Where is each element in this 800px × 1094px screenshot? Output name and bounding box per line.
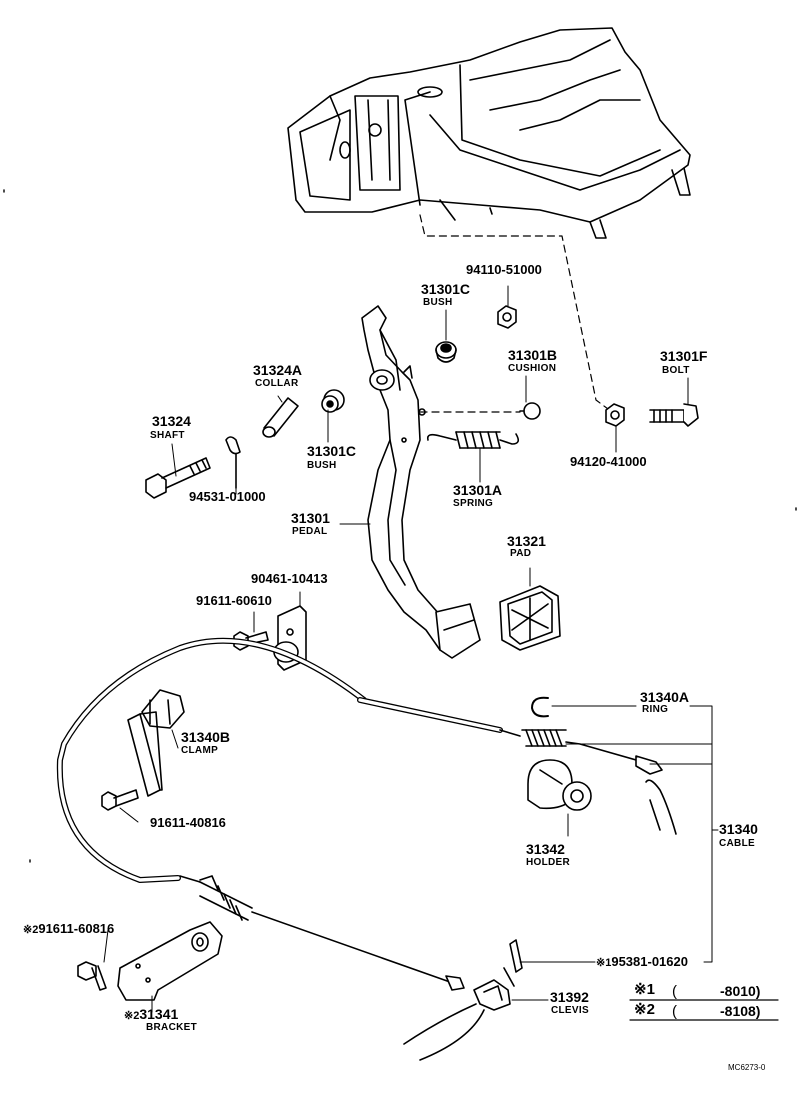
label-31324A-name: COLLAR <box>255 378 299 389</box>
footnote-1-mark: ※1 <box>634 981 655 998</box>
label-31340B-name: CLAMP <box>181 745 219 756</box>
label-31301C-lower-number: 31301C <box>307 443 357 459</box>
pad-31321 <box>500 586 560 650</box>
mark-2: ※2 <box>124 1010 140 1022</box>
label-31341-number: ※231341 <box>124 1007 178 1022</box>
cable-31340 <box>60 641 662 990</box>
pedal-31301 <box>362 306 480 658</box>
label-31301C-lower-name: BUSH <box>307 460 337 471</box>
label-31324A-number: 31324A <box>253 362 303 378</box>
footnote-1-open: ( <box>672 983 677 1000</box>
label-91611-60816: ※291611-60816 <box>23 922 114 936</box>
part-number: 91611-60816 <box>38 921 115 936</box>
pedal-arm-fragment <box>404 1004 484 1060</box>
label-31340-name: CABLE <box>719 838 755 849</box>
label-91611-40816: 91611-40816 <box>150 815 226 830</box>
label-31301C-top-number: 31301C <box>421 281 471 297</box>
shaft-31324 <box>146 458 210 498</box>
label-31321-number: 31321 <box>507 533 546 549</box>
label-31392-name: CLEVIS <box>551 1005 589 1016</box>
pin-95381-01620 <box>504 940 522 986</box>
label-91611-60610: 91611-60610 <box>196 593 272 608</box>
label-31301A-name: SPRING <box>453 498 494 509</box>
label-90461-10413: 90461-10413 <box>251 571 328 586</box>
nut-94120-41000 <box>606 404 624 426</box>
dash-panel-assembly <box>288 28 690 238</box>
label-31340A-name: RING <box>642 704 669 715</box>
bracket-31341 <box>118 922 222 1000</box>
leader-lines <box>104 286 718 1012</box>
label-94120-41000: 94120-41000 <box>570 454 647 469</box>
mark-1: ※1 <box>596 957 612 969</box>
footnote-2-mark: ※2 <box>634 1001 655 1018</box>
border-dots <box>4 190 796 862</box>
label-31342-number: 31342 <box>526 841 565 857</box>
label-31341-name: BRACKET <box>146 1022 197 1033</box>
footnote-rules <box>630 1000 778 1020</box>
label-94110-51000: 94110-51000 <box>466 262 542 277</box>
bolt-91611-40816 <box>102 790 138 810</box>
footnote-1-range: -8010) <box>720 983 761 999</box>
label-31301C-top-name: BUSH <box>423 297 453 308</box>
label-31342-name: HOLDER <box>526 857 571 868</box>
ring-31340A <box>532 698 548 717</box>
hook-fragment <box>646 780 676 834</box>
label-31340A-number: 31340A <box>640 689 690 705</box>
bush-31301C-lower <box>322 390 344 412</box>
label-31301B-name: CUSHION <box>508 363 557 374</box>
mark-2: ※2 <box>23 924 39 936</box>
label-94531-01000: 94531-01000 <box>189 489 266 504</box>
footnote-2-open: ( <box>672 1003 677 1020</box>
label-31301F-number: 31301F <box>660 348 708 364</box>
part-number: 95381-01620 <box>611 954 688 969</box>
bolt-31301F <box>650 404 698 426</box>
clamp-31340B <box>128 690 184 796</box>
clip-94531-01000 <box>226 437 240 488</box>
footnote-2-range: -8108) <box>720 1003 761 1019</box>
bush-31301C-top <box>436 342 456 362</box>
clevis-31392 <box>474 980 510 1010</box>
label-31340-number: 31340 <box>719 821 758 837</box>
label-31301-name: PEDAL <box>292 526 328 537</box>
holder-31342 <box>528 760 591 810</box>
label-31392-number: 31392 <box>550 989 589 1005</box>
label-31301B-number: 31301B <box>508 347 558 363</box>
label-31340B-number: 31340B <box>181 729 231 745</box>
label-95381-01620: ※195381-01620 <box>596 955 688 969</box>
label-31301F-name: BOLT <box>662 365 690 376</box>
drawing-code: MC6273-0 <box>728 1063 766 1072</box>
dashed-leader-panel-to-nut <box>420 215 612 412</box>
nut-94110-51000 <box>498 306 516 328</box>
spring-31301A <box>428 432 519 448</box>
cushion-31301B <box>520 403 540 419</box>
label-31324-number: 31324 <box>152 413 191 429</box>
label-31321-name: PAD <box>510 548 532 559</box>
bolt-91611-60816 <box>78 962 106 990</box>
label-31301A-number: 31301A <box>453 482 503 498</box>
label-31324-name: SHAFT <box>150 430 185 441</box>
label-31301-number: 31301 <box>291 510 330 526</box>
part-number: 31341 <box>139 1006 179 1022</box>
collar-31324A <box>263 398 298 437</box>
